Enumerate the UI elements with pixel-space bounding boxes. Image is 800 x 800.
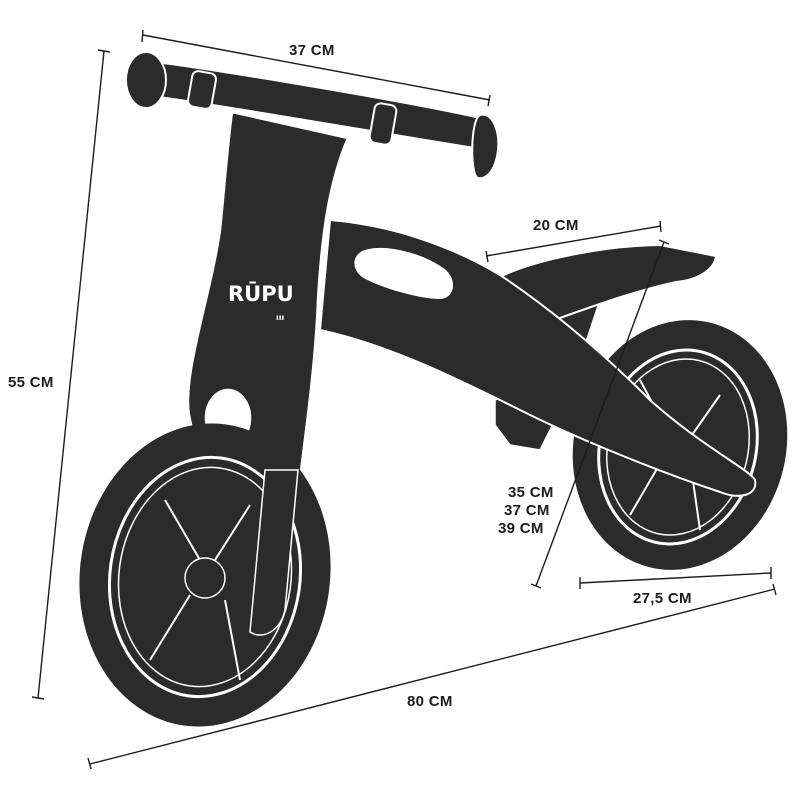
dim-seat-length-label: 20 CM bbox=[533, 217, 579, 234]
dim-total-height-label: 55 CM bbox=[8, 374, 54, 391]
handlebar bbox=[125, 51, 500, 180]
dim-total-height: 55 CM bbox=[8, 49, 111, 700]
right-grip-cap bbox=[471, 113, 500, 180]
svg-text:ııı: ııı bbox=[276, 313, 284, 322]
dim-total-length-label: 80 CM bbox=[407, 693, 453, 710]
dim-rear-wheel-label: 27,5 CM bbox=[633, 590, 692, 607]
fork-leg bbox=[249, 469, 299, 636]
dim-seat-height-label-2: 37 CM bbox=[504, 502, 550, 519]
dim-total-length: 80 CM bbox=[87, 583, 777, 770]
dimension-lines: 37 CM 20 CM 55 CM 80 CM 27,5 bbox=[8, 29, 777, 770]
dim-seat-length: 20 CM bbox=[485, 217, 662, 263]
rupu-logo: RŪPU ııı bbox=[228, 281, 294, 322]
dim-handlebar-width-label: 37 CM bbox=[289, 42, 335, 59]
dim-seat-height-label-1: 35 CM bbox=[508, 484, 554, 501]
left-collar bbox=[187, 70, 217, 110]
dim-rear-wheel: 27,5 CM bbox=[579, 567, 772, 607]
balance-bike: RŪPU ııı bbox=[79, 51, 788, 727]
front-wheel bbox=[79, 423, 331, 727]
svg-text:RŪPU: RŪPU bbox=[228, 281, 294, 306]
dim-seat-height: 35 CM 37 CM 39 CM bbox=[498, 239, 670, 589]
left-grip-cap bbox=[125, 51, 167, 109]
frame-handle-hole bbox=[352, 245, 455, 302]
right-collar bbox=[368, 102, 398, 146]
dim-handlebar-width: 37 CM bbox=[141, 29, 491, 107]
dim-seat-height-label-3: 39 CM bbox=[498, 520, 544, 537]
